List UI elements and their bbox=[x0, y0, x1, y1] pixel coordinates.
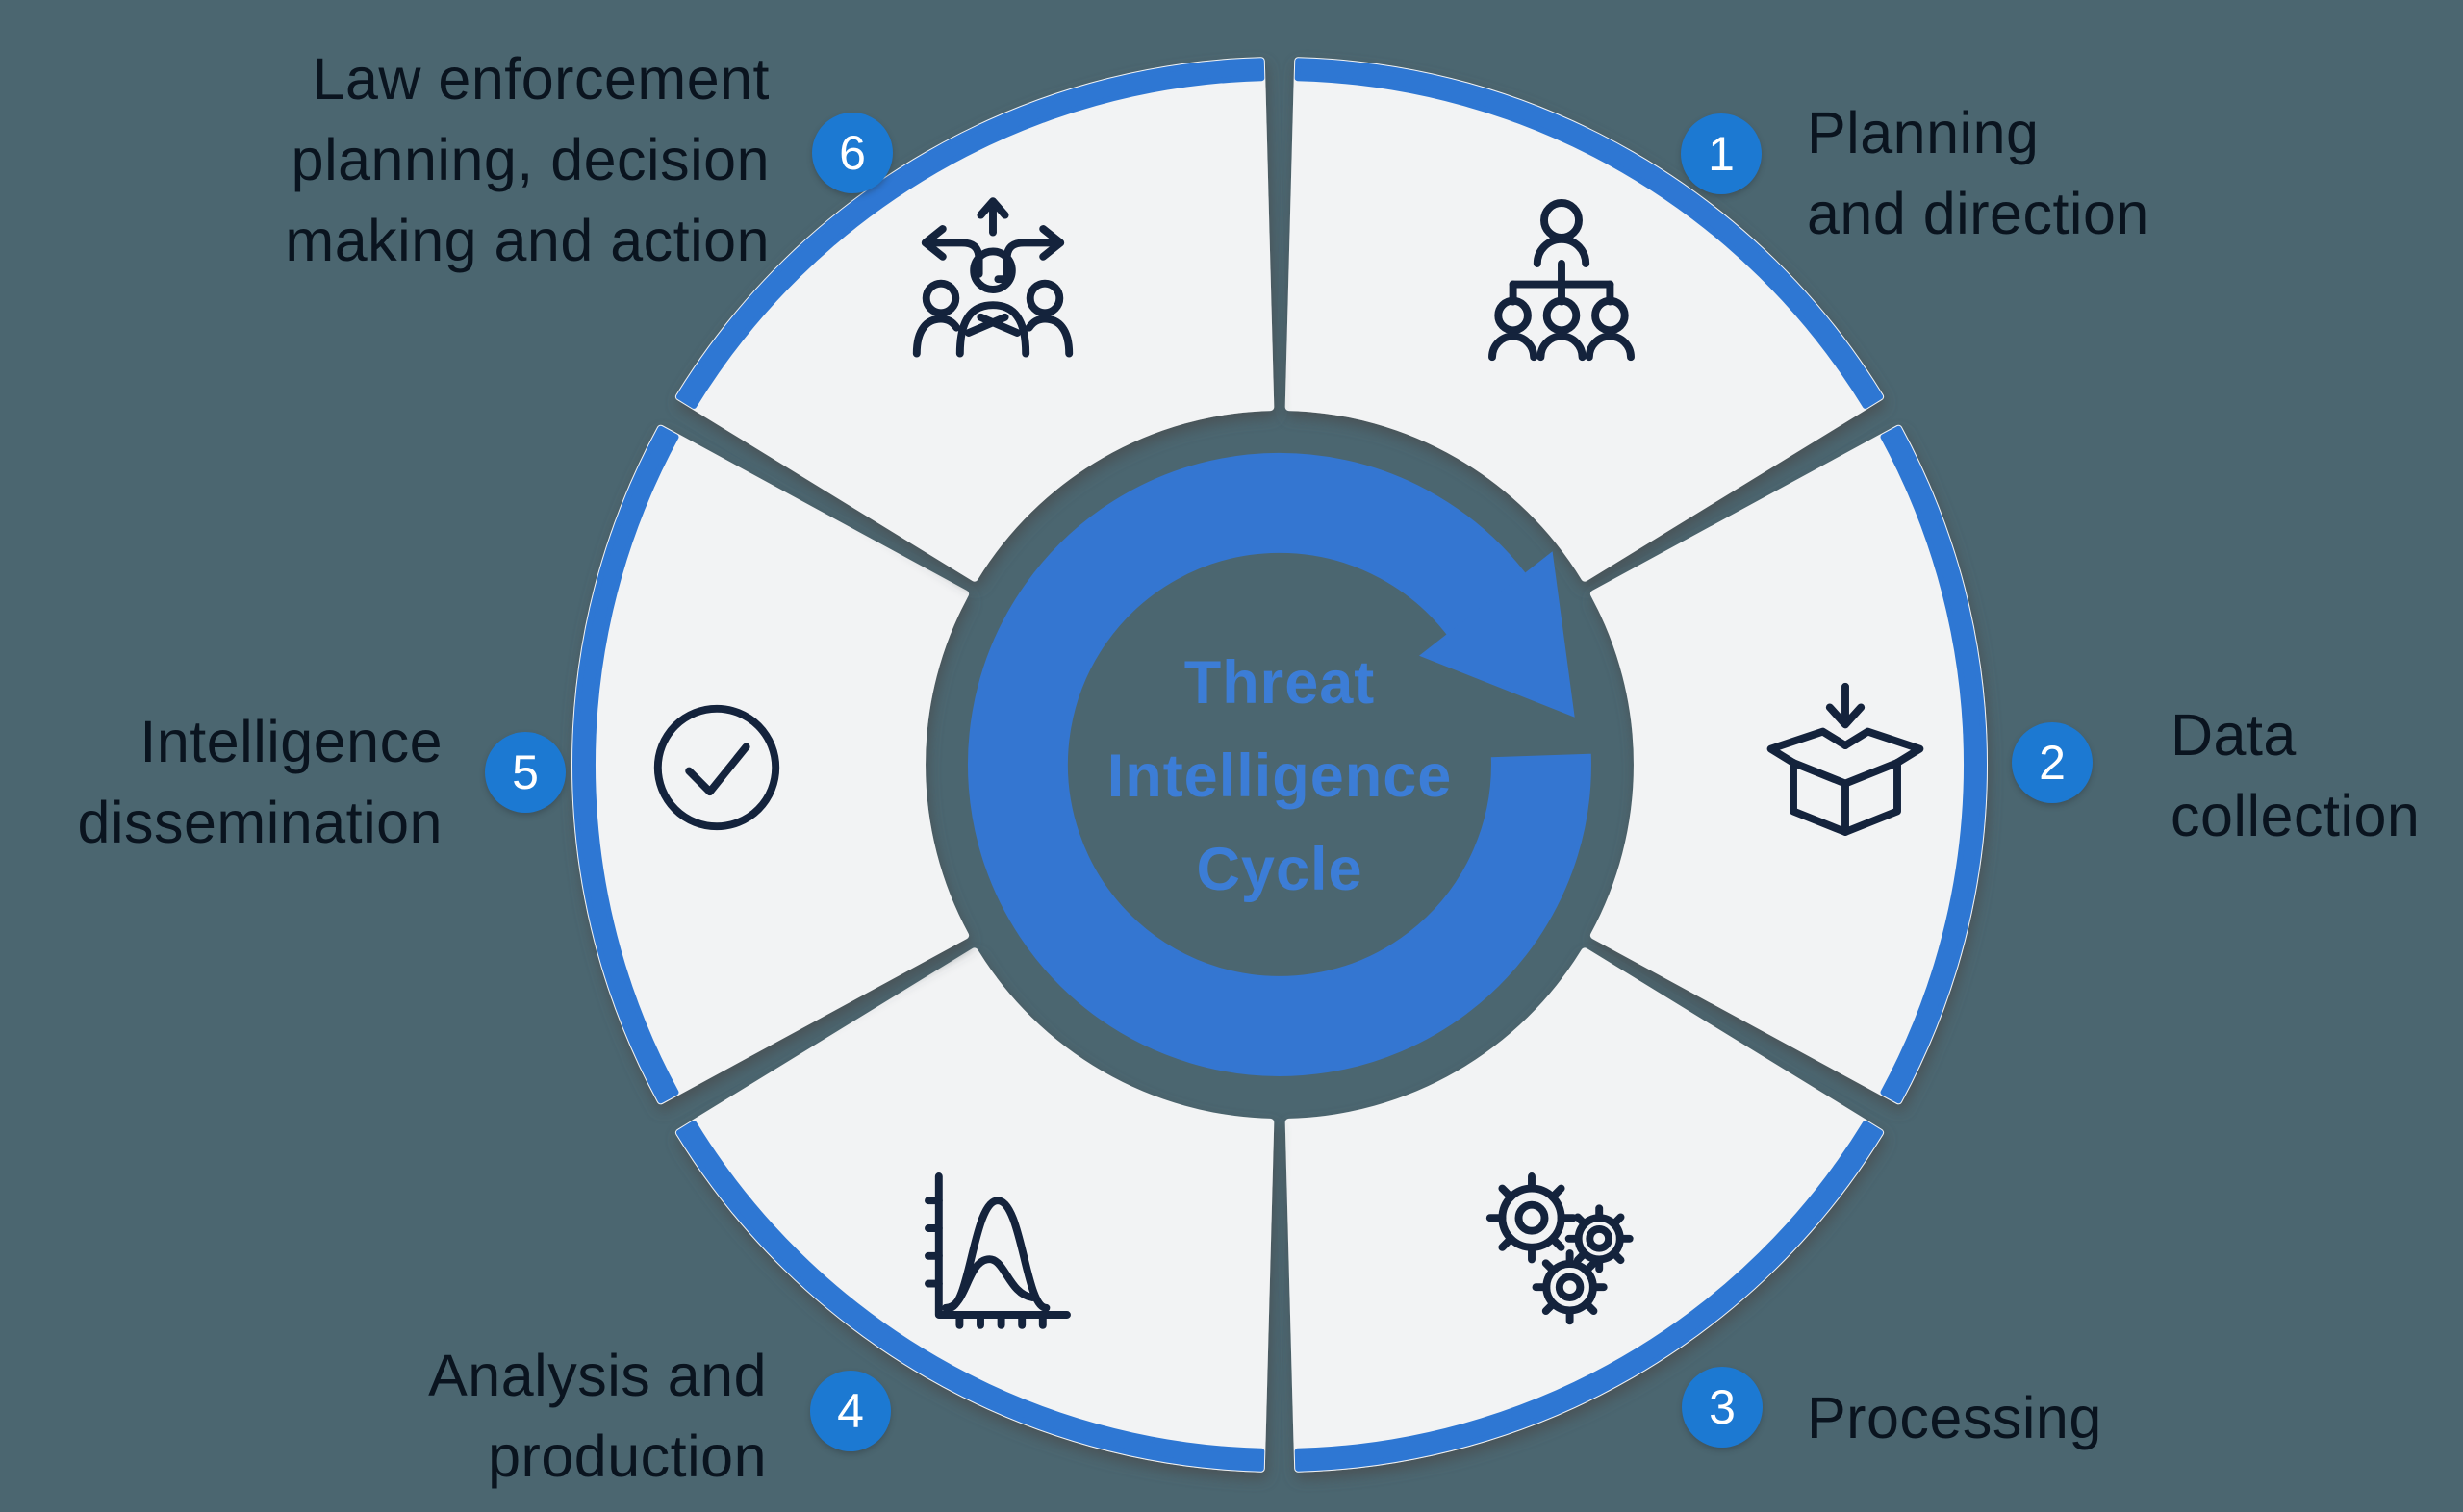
segment-6-outer-edge bbox=[675, 58, 1265, 409]
step-4-badge: 4 bbox=[810, 1371, 891, 1451]
title-line: Threat bbox=[1183, 649, 1376, 717]
segment-3-outer-edge bbox=[1294, 1121, 1884, 1472]
check-circle-icon bbox=[653, 704, 780, 831]
segment-1 bbox=[1284, 57, 1885, 582]
step-5-badge: 5 bbox=[485, 732, 566, 813]
org-chart-icon bbox=[1488, 199, 1635, 362]
segment-1-outer-edge bbox=[1294, 58, 1884, 409]
arrowhead bbox=[1419, 551, 1575, 718]
step-4-label: Analysis and production bbox=[428, 1343, 767, 1489]
cycle-arrow bbox=[967, 452, 1591, 1076]
segment-3 bbox=[1284, 947, 1885, 1473]
step-1-badge: 1 bbox=[1681, 113, 1762, 194]
step-6-label: Law enforcement planning, decision makin… bbox=[285, 46, 770, 273]
segment-5-outer-edge bbox=[572, 425, 679, 1104]
step-6-badge: 6 bbox=[812, 113, 893, 193]
step-5-label: Intelligence dissemination bbox=[77, 709, 443, 855]
segment-2-outer-edge bbox=[1880, 425, 1987, 1104]
segment-6 bbox=[674, 57, 1275, 582]
segment-4 bbox=[674, 947, 1275, 1473]
step-2-badge: 2 bbox=[2012, 722, 2093, 803]
step-3-label: Processing bbox=[1807, 1385, 2102, 1450]
title-line: Intelligence bbox=[1106, 743, 1453, 810]
cycle-title: Threat Intelligence Cycle bbox=[991, 637, 1568, 917]
open-box-icon bbox=[1766, 682, 1924, 836]
segment-4-outer-edge bbox=[675, 1121, 1265, 1472]
segment-5 bbox=[571, 424, 970, 1105]
title-line: Cycle bbox=[1196, 836, 1363, 903]
step-1-label: Planning and direction bbox=[1807, 100, 2149, 246]
step-2-label: Data collection bbox=[2171, 702, 2421, 848]
gears-icon bbox=[1485, 1172, 1634, 1325]
step-3-badge: 3 bbox=[1682, 1367, 1763, 1448]
bell-curve-chart-icon bbox=[925, 1172, 1071, 1329]
segment-2 bbox=[1589, 424, 1988, 1105]
decision-people-icon bbox=[912, 197, 1074, 358]
